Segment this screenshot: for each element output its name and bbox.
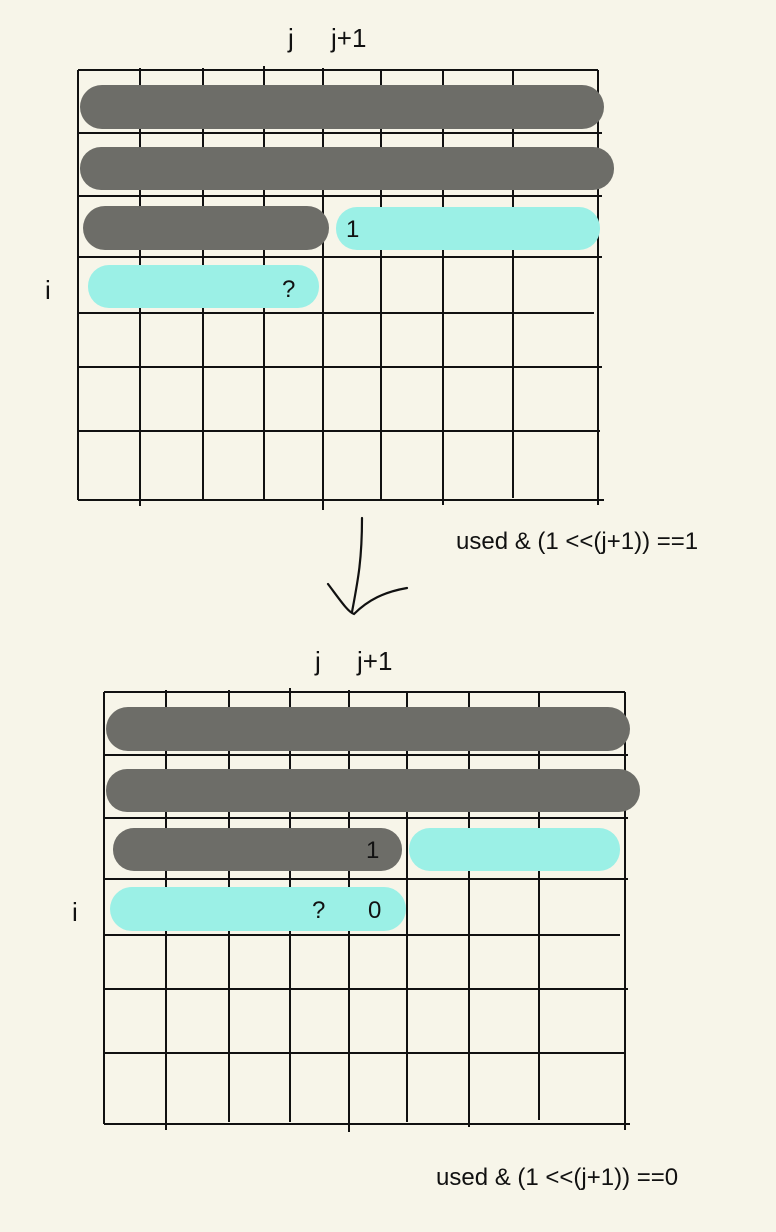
- bottom-highlight-bar-row4: [110, 887, 406, 931]
- bottom-column-j-label: j: [315, 646, 321, 676]
- top-condition-text: used & (1 <<(j+1)) ==1: [456, 528, 698, 555]
- top-highlight-bar-row3: [336, 207, 600, 250]
- top-column-j1-label: j+1: [331, 23, 367, 53]
- bottom-cell-question: ?: [312, 897, 325, 924]
- top-column-j-label: j: [288, 23, 294, 53]
- top-cell-question: ?: [282, 276, 295, 303]
- bottom-highlight-bar-row3: [409, 828, 620, 871]
- transition-arrow-icon: [326, 516, 409, 616]
- top-highlight-bar-row4: [88, 265, 319, 308]
- bottom-filled-bar-row1: [106, 707, 630, 751]
- bottom-cell-one: 1: [366, 837, 379, 864]
- top-row-i-label: i: [45, 275, 51, 305]
- bottom-column-j1-label: j+1: [357, 646, 393, 676]
- bottom-cell-zero: 0: [368, 897, 381, 924]
- bottom-condition-text: used & (1 <<(j+1)) ==0: [436, 1164, 678, 1191]
- top-filled-bar-row1: [80, 85, 604, 129]
- bottom-filled-bar-row3: [113, 828, 402, 871]
- top-filled-bar-row3: [83, 206, 329, 250]
- top-cell-one: 1: [346, 216, 359, 243]
- bottom-filled-bar-row2: [106, 769, 640, 812]
- top-filled-bar-row2: [80, 147, 614, 190]
- bottom-row-i-label: i: [72, 897, 78, 927]
